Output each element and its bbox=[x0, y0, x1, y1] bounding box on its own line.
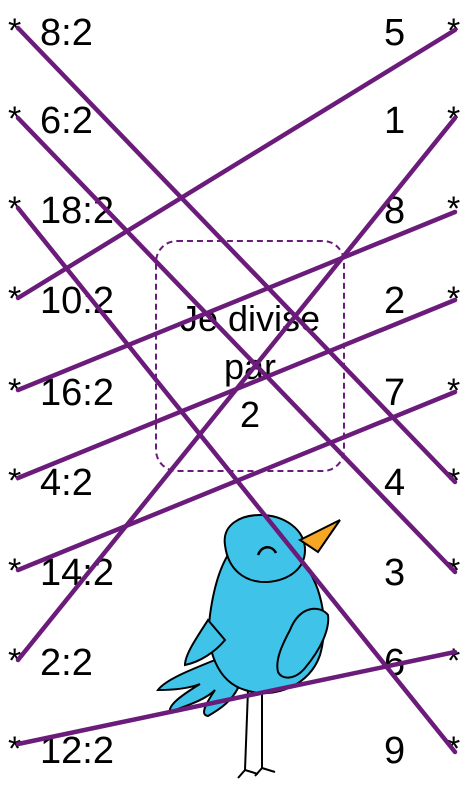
star-right[interactable]: * bbox=[447, 190, 461, 228]
instruction-line-3: 2 bbox=[239, 394, 261, 435]
answer: 7 bbox=[384, 372, 406, 414]
match-line-10-5 bbox=[15, 27, 458, 301]
star-left[interactable]: * bbox=[8, 552, 22, 590]
expression: 6:2 bbox=[40, 100, 93, 142]
expression: 16:2 bbox=[40, 372, 114, 414]
answer: 1 bbox=[384, 100, 406, 142]
row-1: * 8:2 5 * bbox=[0, 8, 469, 68]
expression: 18:2 bbox=[40, 190, 114, 232]
match-line-6-3 bbox=[15, 115, 458, 575]
answer: 9 bbox=[384, 730, 406, 772]
star-left[interactable]: * bbox=[8, 280, 22, 318]
answer: 5 bbox=[384, 12, 406, 54]
answer: 3 bbox=[384, 552, 406, 594]
bird-wing bbox=[276, 607, 330, 679]
answer: 2 bbox=[384, 280, 406, 322]
answer: 4 bbox=[384, 462, 406, 504]
star-left[interactable]: * bbox=[8, 190, 22, 228]
row-6: * 4:2 4 * bbox=[0, 458, 469, 518]
match-line-12-6 bbox=[15, 649, 458, 747]
match-line-16-8 bbox=[15, 209, 458, 393]
star-left[interactable]: * bbox=[8, 642, 22, 680]
instruction-box bbox=[155, 240, 345, 472]
star-left[interactable]: * bbox=[8, 12, 22, 50]
expression: 8:2 bbox=[40, 12, 93, 54]
bird-eye bbox=[256, 546, 278, 556]
bird-beak bbox=[298, 519, 341, 554]
expression: 4:2 bbox=[40, 462, 93, 504]
bird-side-wing bbox=[183, 618, 227, 667]
star-left[interactable]: * bbox=[8, 100, 22, 138]
expression: 2:2 bbox=[40, 642, 93, 684]
bird-legs bbox=[237, 689, 276, 779]
row-2: * 6:2 1 * bbox=[0, 96, 469, 156]
star-left[interactable]: * bbox=[8, 372, 22, 410]
star-left[interactable]: * bbox=[8, 730, 22, 768]
row-5: * 16:2 7 * bbox=[0, 368, 469, 428]
match-line-8-4 bbox=[15, 25, 458, 485]
match-line-14-7 bbox=[15, 389, 458, 573]
match-line-2-1 bbox=[15, 115, 458, 663]
star-left[interactable]: * bbox=[8, 462, 22, 500]
